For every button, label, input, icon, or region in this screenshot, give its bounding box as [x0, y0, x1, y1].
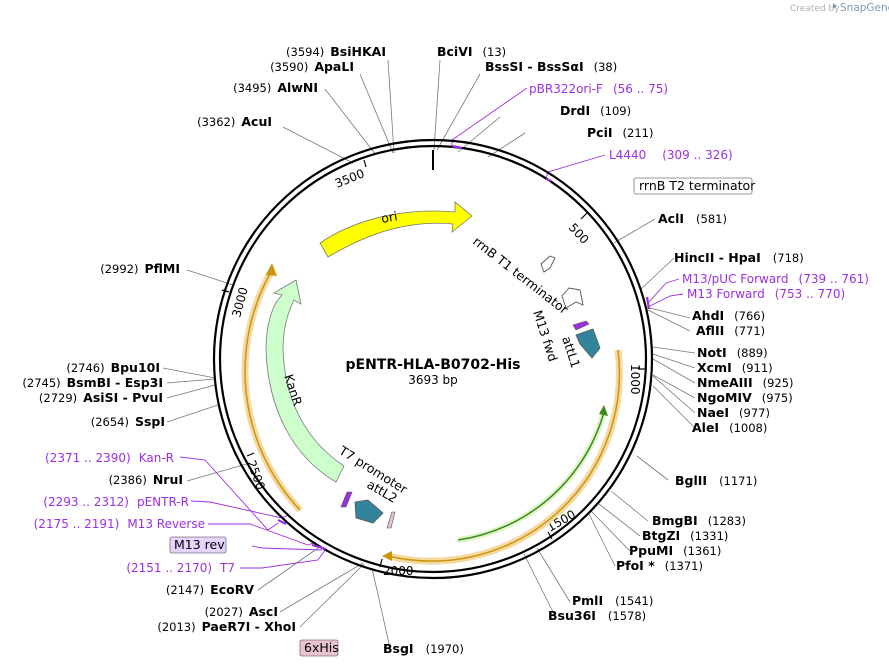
- primer-pbr322ori-f: pBR322ori-F(56 .. 75): [529, 82, 668, 96]
- site-bsssi: BssSI - BssSαI(38): [485, 59, 617, 74]
- attl2-arrow[interactable]: [354, 499, 384, 524]
- m13-fwd-primer-arrow[interactable]: [572, 320, 590, 331]
- site-noti: NotI(889): [697, 345, 768, 360]
- m13-fwd-label: M13 fwd: [530, 308, 561, 363]
- site-pmli: PmlI(1541): [572, 593, 653, 608]
- site-naei: NaeI(977): [697, 405, 770, 420]
- site-ngomiv: NgoMIV(975): [697, 390, 793, 405]
- primer-m13-reverse: (2175 .. 2191)M13 Reverse: [34, 517, 205, 531]
- tick-label-2000: 2000: [383, 564, 414, 578]
- site-bsu36i: Bsu36I(1578): [548, 608, 646, 623]
- site-acli: AclI(581): [658, 211, 727, 226]
- rrnb-t1-label: rrnB T1 terminator: [470, 234, 572, 318]
- ori-arrow[interactable]: [319, 201, 473, 258]
- site-pcii: PciI(211): [587, 125, 653, 140]
- primer-kan-r: (2371 .. 2390)Kan-R: [45, 451, 174, 465]
- ori-label: ori: [380, 208, 399, 226]
- site-nmeaiii: NmeAIII(925): [697, 375, 794, 390]
- orf-inner-left: [241, 263, 303, 513]
- tick-label-500: 500: [566, 220, 592, 246]
- site-bcivi: BciVI(13): [437, 44, 506, 59]
- site-bglii: BglII(1171): [675, 473, 757, 488]
- plasmid-length: 3693 bp: [408, 373, 458, 387]
- site-leader-lines: [162, 59, 696, 649]
- site-alwni: (3495)AlwNI: [233, 80, 318, 95]
- site-bsihkai: (3594)BsiHKAI: [286, 44, 386, 59]
- site-sspi: (2654)SspI: [91, 414, 165, 429]
- m13-rev-box[interactable]: [169, 536, 227, 554]
- site-nrui: (2386)NruI: [109, 472, 183, 487]
- primer-labels: pBR322ori-F(56 .. 75) L4440(309 .. 326) …: [34, 82, 869, 575]
- primer-leader-lines: [179, 87, 684, 569]
- backbone: [212, 138, 654, 580]
- snapgene-brand: SnapGene: [840, 2, 889, 14]
- site-ecorv: (2147)EcoRV: [166, 582, 254, 597]
- sixhis-box[interactable]: [299, 639, 339, 657]
- site-pfoi: PfoI *(1371): [616, 558, 703, 573]
- site-ahdi: AhdI(766): [692, 308, 765, 323]
- attl1-arrow[interactable]: [575, 328, 601, 359]
- site-xcmi: XcmI(911): [697, 360, 773, 375]
- rrnb-t2-terminator-arrow[interactable]: [540, 255, 556, 273]
- site-asisi: (2729)AsiSI - PvuI: [39, 390, 163, 405]
- left-sites: (3594)BsiHKAI (3590)ApaLI (3495)AlwNI (3…: [22, 44, 386, 634]
- sixhis-label: 6xHis: [304, 640, 339, 655]
- tick-label-3000: 3000: [229, 286, 250, 319]
- site-hincii: HincII - HpaI(718): [674, 250, 804, 265]
- site-btgzi: BtgZI(1331): [642, 528, 728, 543]
- primer-marks: [277, 144, 651, 551]
- right-sites: BciVI(13) BssSI - BssSαI(38) DrdI(109) P…: [383, 44, 804, 656]
- m13-rev-label: M13 rev: [174, 537, 225, 552]
- site-paer7i: (2013)PaeR7I - XhoI: [157, 619, 296, 634]
- site-drdi: DrdI(109): [560, 103, 631, 118]
- site-acui: (3362)AcuI: [197, 114, 272, 129]
- site-bsgi: BsgI(1970): [383, 641, 464, 656]
- orf-green: [457, 405, 608, 543]
- site-asci: (2027)AscI: [205, 604, 278, 619]
- primer-pentr-r: (2293 .. 2312)pENTR-R: [43, 495, 189, 509]
- site-bpu10i: (2746)Bpu10I: [66, 360, 160, 375]
- primer-t7: (2151 .. 2170)T7: [126, 561, 235, 575]
- site-bsmbi: (2745)BsmBI - Esp3I: [22, 375, 163, 390]
- tick-marks: [221, 159, 645, 568]
- rrnb-t2-label: rrnB T2 terminator: [639, 178, 756, 193]
- tick-label-1000: 1000: [628, 364, 642, 395]
- primer-m13-forward: M13 Forward(753 .. 770): [687, 287, 845, 301]
- snapgene-logo-icon: [833, 3, 837, 9]
- sixhis-mark[interactable]: [386, 511, 396, 529]
- t7-promoter-arrow[interactable]: [340, 491, 353, 508]
- orf-right: [382, 349, 623, 565]
- primer-m13puc-forward: M13/pUC Forward(739 .. 761): [682, 272, 869, 286]
- credit-text: Created by: [790, 4, 840, 14]
- rrnb-t1-terminator-arrow[interactable]: [561, 287, 584, 309]
- kanr-arrow[interactable]: [265, 279, 345, 483]
- rrnb-t2-box[interactable]: [633, 177, 753, 195]
- site-alei: AleI(1008): [692, 420, 767, 435]
- site-aflii: AflII(771): [696, 323, 765, 338]
- plasmid-name: pENTR-HLA-B0702-His: [345, 357, 520, 373]
- tick-label-3500: 3500: [333, 166, 367, 190]
- site-ppumi: PpuMI(1361): [629, 543, 721, 558]
- site-apali: (3590)ApaLI: [270, 59, 354, 74]
- primer-l4440: L4440(309 .. 326): [609, 148, 733, 162]
- site-bmgbi: BmgBI(1283): [652, 513, 746, 528]
- site-pflmi: (2992)PflMI: [100, 261, 180, 276]
